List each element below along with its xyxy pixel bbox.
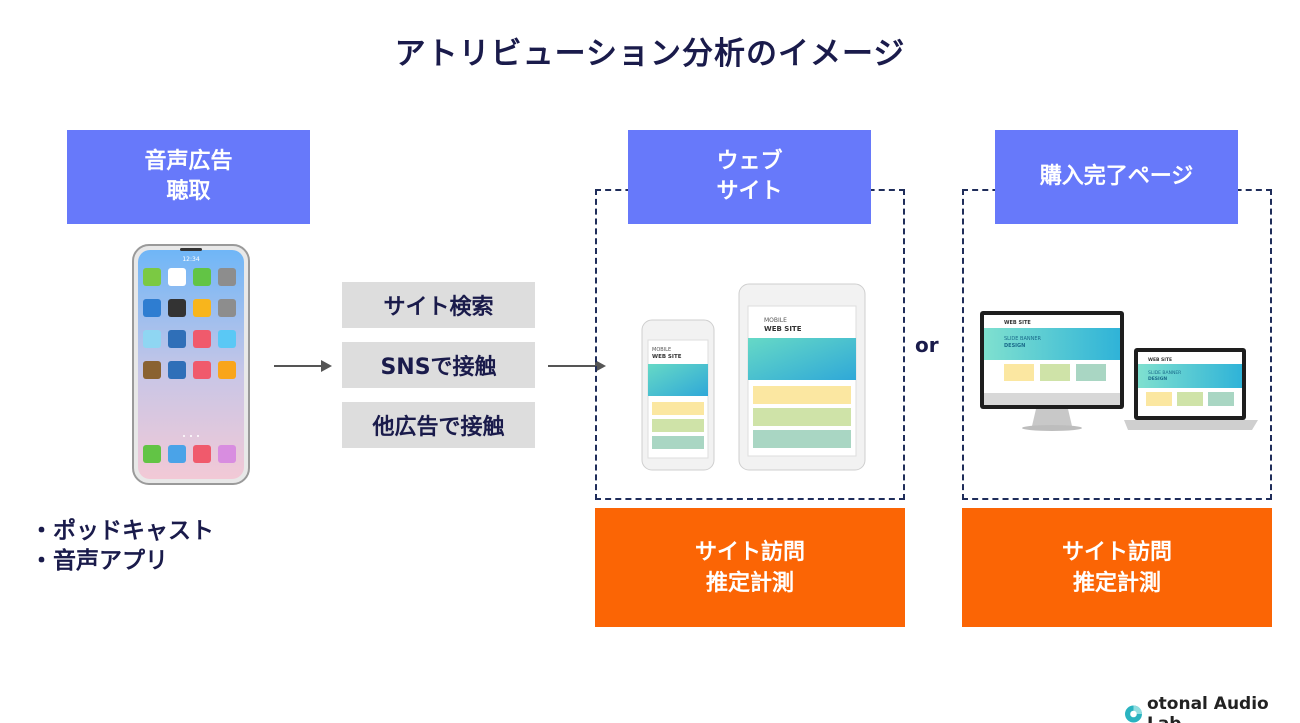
touchpoint-site-search: サイト検索 [342, 282, 535, 328]
phone-clock: 12:34 [182, 256, 199, 263]
audio-source-list: ・ポッドキャスト ・音声アプリ [30, 516, 214, 576]
svg-text:SLIDE BANNER: SLIDE BANNER [1004, 336, 1042, 342]
svg-text:MOBILE: MOBILE [764, 317, 787, 324]
smartphone-illustration: 12:34 [132, 244, 250, 485]
stage-website-header: ウェブ サイト [628, 130, 871, 224]
arrow-right-icon [548, 360, 606, 372]
svg-text:WEB SITE: WEB SITE [1148, 357, 1172, 363]
or-connector: or [915, 333, 939, 357]
otonal-logo: otonal Audio Lab [1125, 694, 1300, 723]
result-line: サイト訪問 [1061, 539, 1172, 565]
stage-audio-ad-header: 音声広告 聴取 [67, 130, 310, 224]
result-site-visit-purchase: サイト訪問 推定計測 [962, 508, 1272, 627]
svg-text:WEB SITE: WEB SITE [764, 325, 802, 333]
result-line: 推定計測 [705, 570, 794, 596]
header-line: 音声広告 [144, 149, 233, 174]
desktop-and-laptop-illustration: WEB SITE SLIDE BANNER DESIGN WEB SITE SL… [978, 308, 1258, 433]
otonal-logo-icon [1125, 705, 1142, 723]
header-line: サイト [716, 179, 783, 204]
arrow-right-icon [274, 360, 332, 372]
list-item: ・ポッドキャスト [30, 518, 214, 544]
page-title: アトリビューション分析のイメージ [394, 36, 906, 72]
list-item: ・音声アプリ [30, 548, 168, 574]
header-line: ウェブ [716, 149, 783, 174]
app-grid [143, 268, 236, 463]
svg-text:MOBILE: MOBILE [652, 347, 671, 353]
header-line: 聴取 [166, 179, 211, 204]
svg-text:WEB SITE: WEB SITE [1004, 320, 1031, 326]
touchpoint-other-ads: 他広告で接触 [342, 402, 535, 448]
logo-text: otonal Audio Lab [1146, 694, 1269, 723]
svg-text:WEB SITE: WEB SITE [652, 354, 682, 360]
svg-text:SLIDE BANNER: SLIDE BANNER [1148, 370, 1181, 376]
result-site-visit-website: サイト訪問 推定計測 [595, 508, 905, 627]
mobile-and-tablet-illustration: MOBILE WEB SITE MOBILE WEB SITE [638, 282, 868, 474]
header-line: 購入完了ページ [1039, 164, 1194, 189]
result-line: 推定計測 [1072, 570, 1161, 596]
svg-text:DESIGN: DESIGN [1148, 376, 1167, 382]
stage-purchase-complete-header: 購入完了ページ [995, 130, 1238, 224]
svg-text:DESIGN: DESIGN [1004, 343, 1025, 349]
result-line: サイト訪問 [694, 539, 805, 565]
touchpoint-sns: SNSで接触 [342, 342, 535, 388]
